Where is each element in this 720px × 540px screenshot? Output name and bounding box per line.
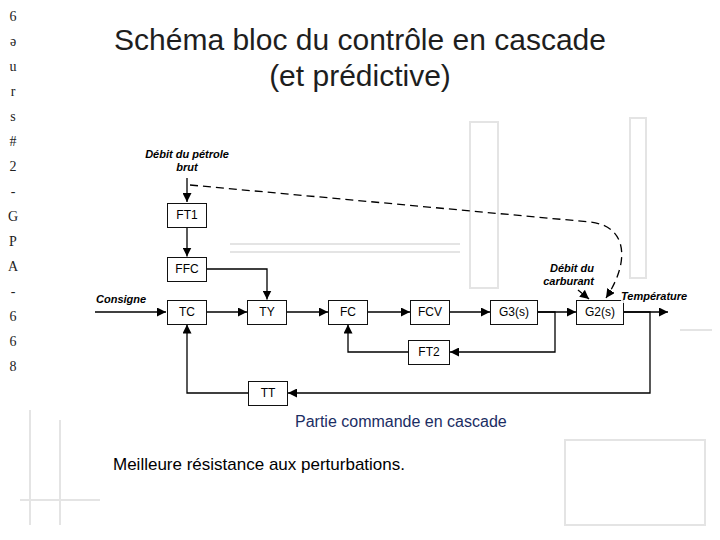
pipe-sketch [230, 243, 460, 245]
input-arrow [186, 178, 187, 202]
pole-sketch [29, 410, 31, 525]
sidebar-char: 8 [6, 354, 20, 379]
pipe-sketch [680, 329, 712, 331]
block-label: FCV [418, 305, 442, 319]
block-box: FT1 [167, 203, 207, 228]
signal-arrow [368, 311, 410, 312]
sidebar-char: 2 [6, 154, 20, 179]
signal-arrow [207, 269, 267, 300]
building-sketch [565, 440, 705, 525]
block-label: G2(s) [585, 305, 615, 319]
pipe-sketch [230, 251, 460, 253]
signal-arrow [287, 311, 328, 312]
block-box: G3(s) [490, 300, 538, 325]
pole-sketch [59, 420, 61, 525]
block-box: G2(s) [576, 300, 624, 325]
block-box: FC [328, 300, 368, 325]
signal-arrow [186, 228, 187, 257]
block-box: FCV [410, 300, 450, 325]
signal-arrow [450, 311, 490, 312]
backdrop-sketch [20, 118, 712, 525]
disturbance-arrow [578, 290, 589, 299]
sidebar-char: - [6, 179, 20, 204]
block-box: FT2 [408, 340, 450, 365]
stack-sketch [630, 118, 646, 278]
signal-arrow [207, 311, 247, 312]
sidebar-char: 6 [6, 304, 20, 329]
block-box: TC [167, 300, 207, 325]
sidebar-char: 6 [6, 4, 20, 29]
section-caption: Partie commande en cascade [295, 413, 507, 431]
block-box: TY [247, 300, 287, 325]
setpoint-arrow [95, 311, 166, 312]
block-label: TT [261, 386, 276, 400]
signal-arrow [348, 325, 408, 353]
sidebar-char: 6 [6, 329, 20, 354]
output-label: Température [621, 290, 687, 303]
block-box: FFC [167, 257, 207, 282]
sidebar-char: r [6, 79, 20, 104]
block-label: FC [340, 305, 356, 319]
block-label: FT2 [418, 345, 439, 359]
sidebar-char: A [6, 254, 20, 279]
sidebar-char: P [6, 229, 20, 254]
sidebar-char: u [6, 54, 20, 79]
sidebar-char: s [6, 104, 20, 129]
sidebar-char: G [6, 204, 20, 229]
slide-title: Schéma bloc du contrôle en cascade (et p… [100, 22, 620, 94]
sidebar-char: # [6, 129, 20, 154]
input-label: Débit du pétrole brut [142, 148, 232, 174]
block-label: G3(s) [499, 305, 529, 319]
block-label: TY [259, 305, 274, 319]
block-label: FFC [175, 262, 198, 276]
connector-group [187, 228, 650, 394]
tower-sketch [470, 122, 498, 288]
disturbance-label: Débit du carburant [512, 262, 594, 288]
sidebar-char: - [6, 279, 20, 304]
block-box: TT [248, 381, 288, 406]
pipe-sketch [20, 499, 100, 501]
block-label: TC [179, 305, 195, 319]
feedforward-dashed-arrow [190, 185, 622, 298]
signal-arrow [187, 325, 248, 394]
block-label: FT1 [176, 208, 197, 222]
setpoint-label: Consigne [96, 293, 146, 306]
sidebar-char: ə [6, 29, 20, 54]
sidebar-code: 6əurs#2-GPA-668 [6, 4, 20, 379]
note-text: Meilleure résistance aux perturbations. [113, 455, 405, 475]
